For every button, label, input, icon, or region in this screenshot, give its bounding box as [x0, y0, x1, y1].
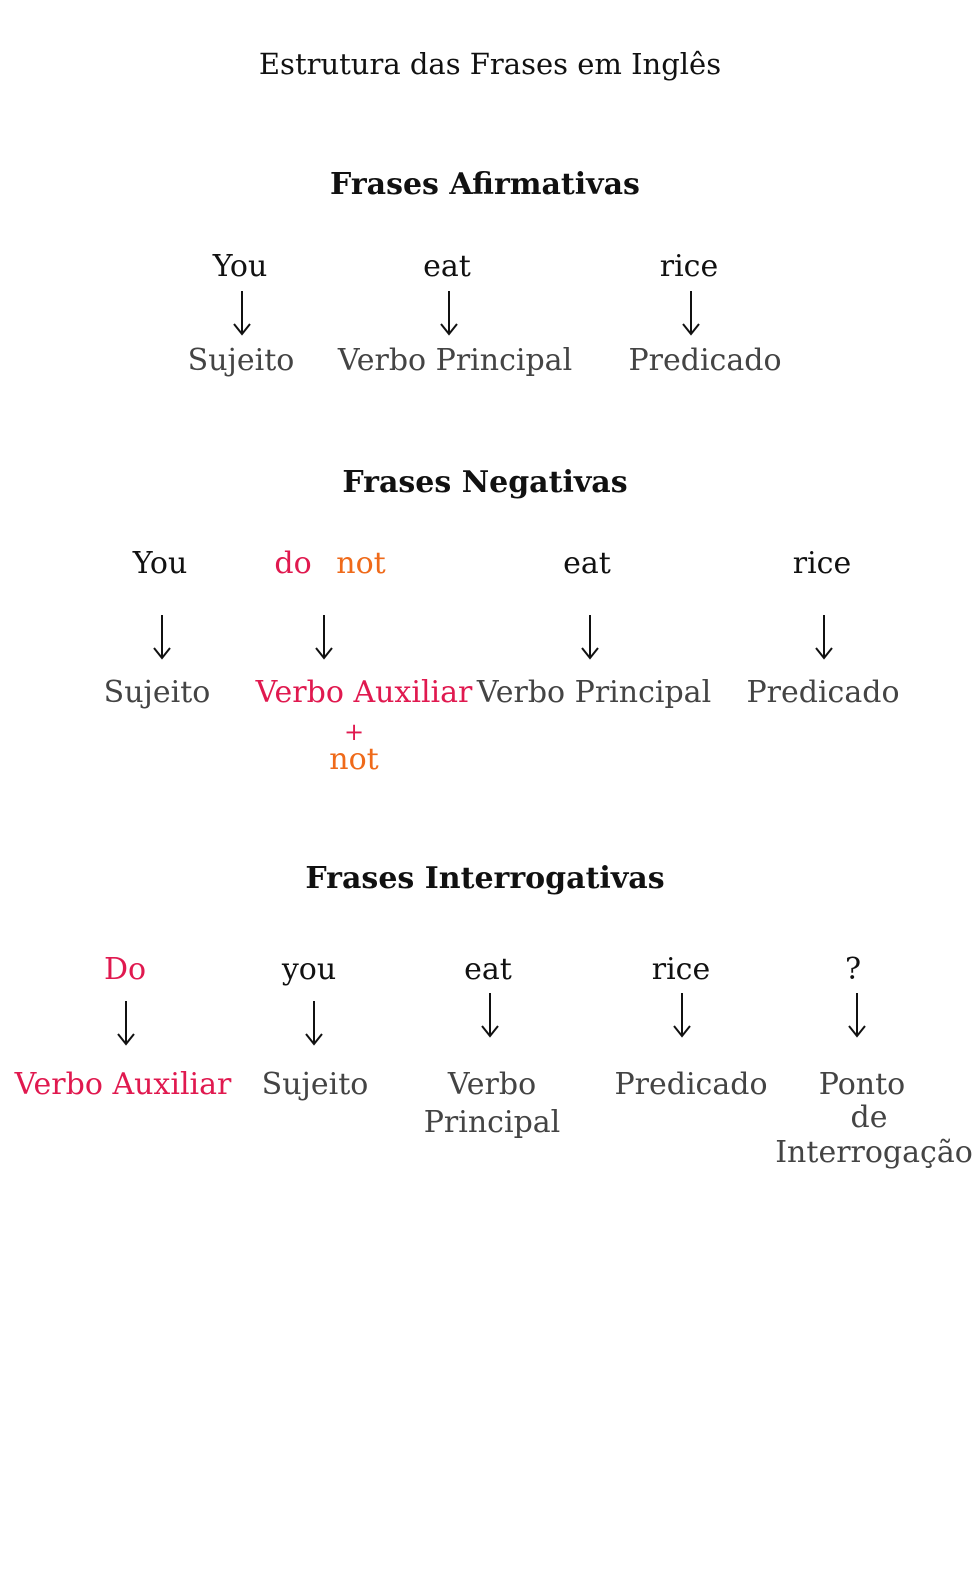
role-predicate: Predicado: [614, 1067, 768, 1102]
section-heading: Frases Negativas: [342, 465, 628, 500]
arrow-down-icon: [232, 290, 252, 336]
arrow-down-icon: [152, 614, 172, 660]
arrow-down-icon: [304, 1000, 324, 1046]
plus-sign: +: [343, 718, 365, 746]
arrow-down-icon: [480, 992, 500, 1038]
role-predicate: Predicado: [628, 343, 782, 378]
role-question-mark-line1: Ponto: [818, 1067, 906, 1102]
section-heading: Frases Afirmativas: [330, 167, 640, 202]
word-predicate: rice: [792, 546, 852, 581]
word-verb: eat: [423, 249, 471, 284]
role-predicate: Predicado: [746, 675, 900, 710]
page-title: Estrutura das Frases em Inglês: [258, 47, 722, 81]
word-predicate: rice: [651, 952, 711, 987]
arrow-down-icon: [439, 290, 459, 336]
word-not: not: [336, 546, 386, 581]
word-subject: you: [281, 952, 337, 987]
word-auxiliary: Do: [103, 952, 147, 987]
role-question-mark-line3: Interrogação: [775, 1135, 973, 1170]
role-subject: Sujeito: [103, 675, 211, 710]
role-main-verb-line1: Verbo: [447, 1067, 537, 1102]
word-verb: eat: [464, 952, 512, 987]
role-auxiliary-verb: Verbo Auxiliar: [255, 675, 473, 710]
word-verb: eat: [563, 546, 611, 581]
arrow-down-icon: [681, 290, 701, 336]
role-question-mark-line2: de: [850, 1100, 888, 1135]
word-subject: You: [132, 546, 188, 581]
word-auxiliary: do: [274, 546, 312, 581]
role-main-verb-line2: Principal: [423, 1105, 561, 1140]
arrow-down-icon: [672, 992, 692, 1038]
arrow-down-icon: [314, 614, 334, 660]
arrow-down-icon: [580, 614, 600, 660]
arrow-down-icon: [814, 614, 834, 660]
role-main-verb: Verbo Principal: [337, 343, 573, 378]
word-subject: You: [212, 249, 268, 284]
arrow-down-icon: [116, 1000, 136, 1046]
section-heading: Frases Interrogativas: [305, 861, 665, 896]
word-question-mark: ?: [844, 952, 862, 987]
role-auxiliary-verb: Verbo Auxiliar: [14, 1067, 232, 1102]
role-subject: Sujeito: [261, 1067, 369, 1102]
arrow-down-icon: [847, 992, 867, 1038]
role-subject: Sujeito: [187, 343, 295, 378]
role-not: not: [329, 742, 379, 777]
word-predicate: rice: [659, 249, 719, 284]
role-main-verb: Verbo Principal: [476, 675, 712, 710]
